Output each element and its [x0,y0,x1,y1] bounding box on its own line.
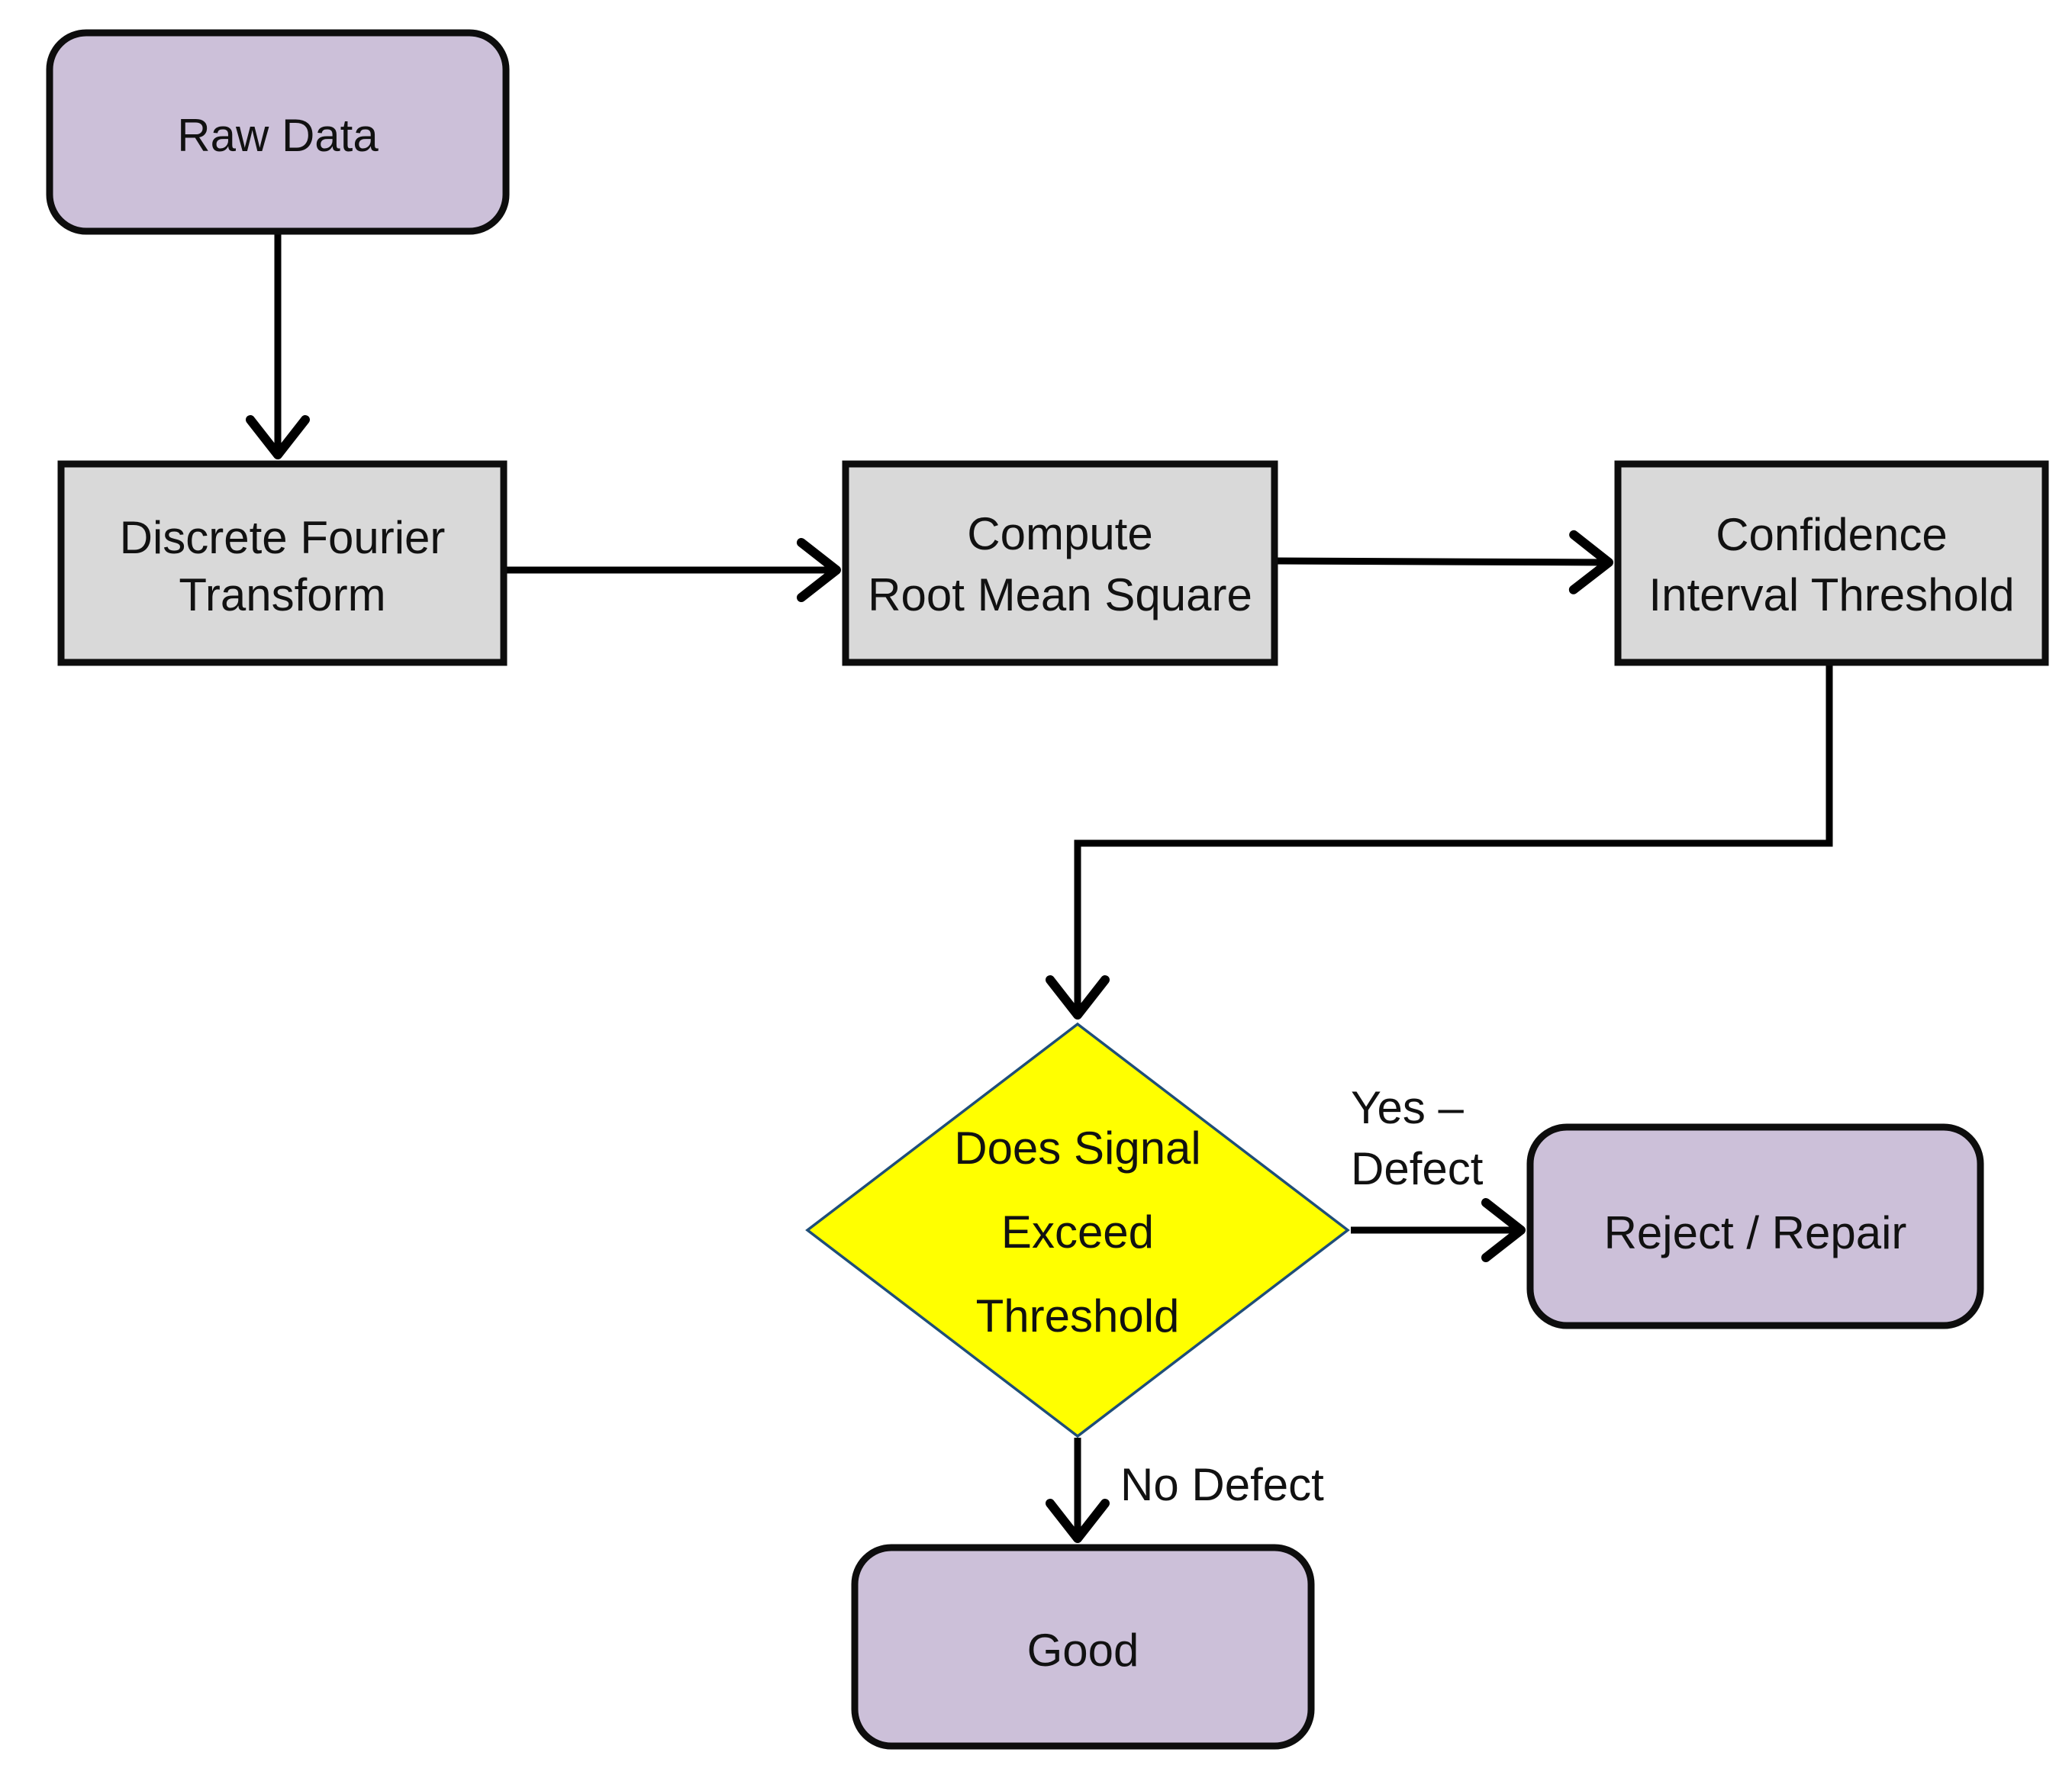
edge-label-yes-line1: Yes – [1351,1082,1465,1133]
node-decision-label-line3: Threshold [976,1290,1180,1342]
node-reject-box [1526,1123,1984,1329]
node-good-box [851,1544,1315,1750]
node-confidence-label-line1: Confidence [1716,509,1948,560]
node-rms-label-line1: Compute [967,508,1152,559]
node-reject-label: Reject / Repair [1604,1207,1907,1258]
node-raw-data-box [46,29,510,235]
node-dft-label-line1: Discrete Fourier [120,512,446,563]
edge-label-no-defect: No Defect [1120,1459,1324,1510]
node-compute-root-mean-square: Compute Root Mean Square [842,460,1278,666]
node-confidence-interval-threshold: Confidence Interval Threshold [1614,460,2049,666]
edge-label-yes-line2: Defect [1351,1143,1484,1194]
node-raw-data-label: Raw Data [177,110,379,161]
node-confidence-label-line2: Interval Threshold [1648,569,2014,620]
node-decision-label-line1: Does Signal [954,1123,1201,1174]
node-good-label: Good [1027,1625,1139,1676]
node-raw-data: Raw Data [46,29,510,235]
node-good: Good [851,1544,1315,1750]
node-dft-label-line2: Transform [179,569,385,620]
node-reject-repair: Reject / Repair [1526,1123,1984,1329]
node-decision-does-signal-exceed-threshold: Does Signal Exceed Threshold [805,1022,1350,1438]
elbow-confidence-to-decision [1046,664,1833,1020]
node-dft-box [57,460,508,666]
edge-labels: Yes – Defect No Defect [1120,1082,1484,1510]
arrow-rms-to-confidence [1275,530,1613,594]
connectors [246,233,1833,1543]
node-discrete-fourier-transform: Discrete Fourier Transform [57,460,508,666]
node-rms-box [842,460,1278,666]
node-confidence-box [1614,460,2049,666]
node-decision-label-line2: Exceed [1001,1206,1154,1258]
node-decision-diamond [805,1022,1350,1438]
node-rms-label-line2: Root Mean Square [868,569,1252,620]
